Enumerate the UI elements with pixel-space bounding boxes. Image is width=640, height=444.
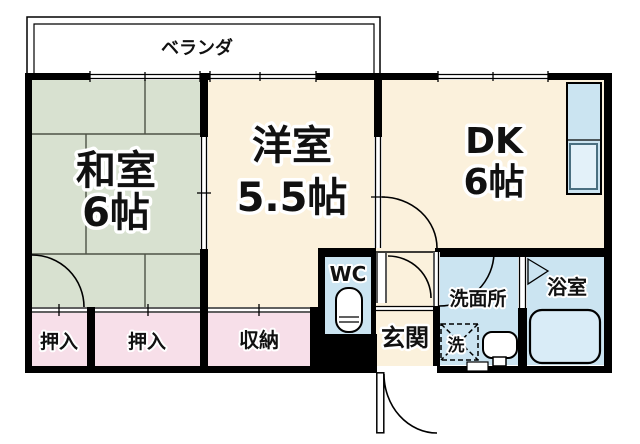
washitsu-size: 6帖 — [82, 190, 150, 236]
oshiire-left-floor — [32, 313, 87, 366]
genkan-step — [376, 305, 433, 312]
wall-shuno-right — [310, 307, 318, 366]
door-lines — [433, 252, 440, 306]
window-ticks — [89, 71, 201, 82]
door-panel — [376, 372, 385, 434]
wc-label: WC — [330, 262, 367, 286]
door-arc — [438, 251, 495, 307]
wall-washitsu-closet — [200, 249, 208, 366]
door-panel — [374, 137, 382, 248]
wall-notch — [466, 361, 489, 372]
sink-basin — [482, 331, 518, 359]
closet-door-lines — [95, 304, 200, 316]
toilet-bowl — [335, 287, 363, 333]
washitsu-label: 和室 — [76, 148, 156, 194]
tatami-lines — [32, 80, 200, 307]
wall-genkan-senmenjo — [433, 306, 440, 366]
balcony-railing — [26, 16, 381, 73]
sink-icon — [466, 331, 518, 372]
washitsu-floor — [32, 80, 200, 307]
bathtub-icon — [528, 308, 602, 365]
balcony-label: ベランダ — [161, 37, 233, 59]
wall-youshitsu-dk — [374, 80, 382, 137]
door-panel — [433, 252, 440, 306]
wall-washitsu-youshitsu — [200, 80, 208, 137]
sliding-door-washitsu-youshitsu — [197, 137, 211, 249]
step-lines — [376, 305, 433, 312]
wall-senmenjo-bath — [518, 308, 527, 366]
window-lines — [210, 73, 316, 80]
window-dk — [437, 71, 549, 82]
closet-door-lines — [32, 304, 87, 316]
wall-oshiire-separator — [87, 307, 95, 366]
door-senmenjo — [433, 251, 495, 307]
door-youshitsu-dk — [371, 137, 438, 249]
washer-outline — [440, 323, 479, 361]
wall-wc-right — [371, 250, 376, 366]
closet-door-fronts — [32, 304, 310, 316]
outer-wall-bottom — [437, 366, 612, 373]
entrance-gap — [377, 366, 437, 373]
door-panel — [376, 253, 387, 303]
washer-cross — [440, 323, 479, 361]
railing-inner — [33, 23, 375, 73]
door-arc — [387, 255, 432, 299]
outer-wall-right — [604, 73, 612, 373]
outer-wall-left — [25, 73, 32, 373]
youshitsu-floor-lower — [208, 248, 318, 307]
washer-label: 洗 — [448, 335, 465, 356]
oshiire-center-floor — [95, 313, 200, 366]
wall-wc-left — [318, 250, 325, 334]
toilet-tank-lines — [339, 316, 359, 323]
bathroom-label: 浴室 — [547, 275, 587, 299]
window-ticks — [209, 71, 317, 82]
wall-below-dk — [435, 248, 612, 257]
outer-wall-top — [25, 73, 90, 80]
door-arc — [383, 373, 438, 434]
door-lines — [376, 253, 387, 303]
outer-wall-top — [316, 73, 438, 80]
oshiire-door-arc — [31, 254, 85, 308]
dk-size: 6帖 — [463, 162, 524, 203]
window-youshitsu — [209, 71, 317, 82]
walls — [25, 73, 612, 373]
outer-wall-top — [200, 73, 210, 80]
washing-machine-icon — [440, 323, 479, 361]
railing-outer — [26, 16, 381, 73]
shuno-label: 収納 — [239, 328, 279, 352]
folding-door-triangle — [527, 257, 550, 286]
door-arc — [381, 196, 438, 249]
door-wc — [376, 253, 432, 303]
toilet-icon — [335, 287, 363, 333]
senmenjo-label: 洗面所 — [449, 287, 506, 310]
wall-above-wc — [318, 248, 376, 257]
step-strip — [376, 306, 433, 311]
door-bathroom — [518, 257, 550, 308]
wall-block-below-wc — [318, 334, 377, 366]
door-lines — [374, 137, 382, 248]
outer-wall-bottom — [25, 366, 377, 373]
closet-door-lines — [208, 304, 310, 316]
window-glass — [210, 73, 316, 80]
window-ticks — [437, 71, 549, 82]
youshitsu-floor — [208, 80, 374, 248]
youshitsu-label: 洋室 — [252, 123, 332, 169]
shuno-floor — [208, 313, 310, 366]
youshitsu-size: 5.5帖 — [237, 175, 348, 221]
door-lines — [518, 257, 527, 308]
kitchen-counter — [566, 82, 602, 195]
dk-label: DK — [465, 121, 524, 162]
outer-wall-top — [548, 73, 612, 80]
oshiire-left-label: 押入 — [40, 330, 78, 353]
door-panel — [518, 257, 527, 308]
genkan-label: 玄関 — [381, 324, 429, 352]
oshiire-center-label: 押入 — [128, 330, 166, 353]
window-washitsu — [89, 71, 201, 82]
sink-pedestal — [492, 356, 507, 367]
entrance-door — [376, 372, 438, 434]
kitchen-sink — [569, 143, 598, 190]
